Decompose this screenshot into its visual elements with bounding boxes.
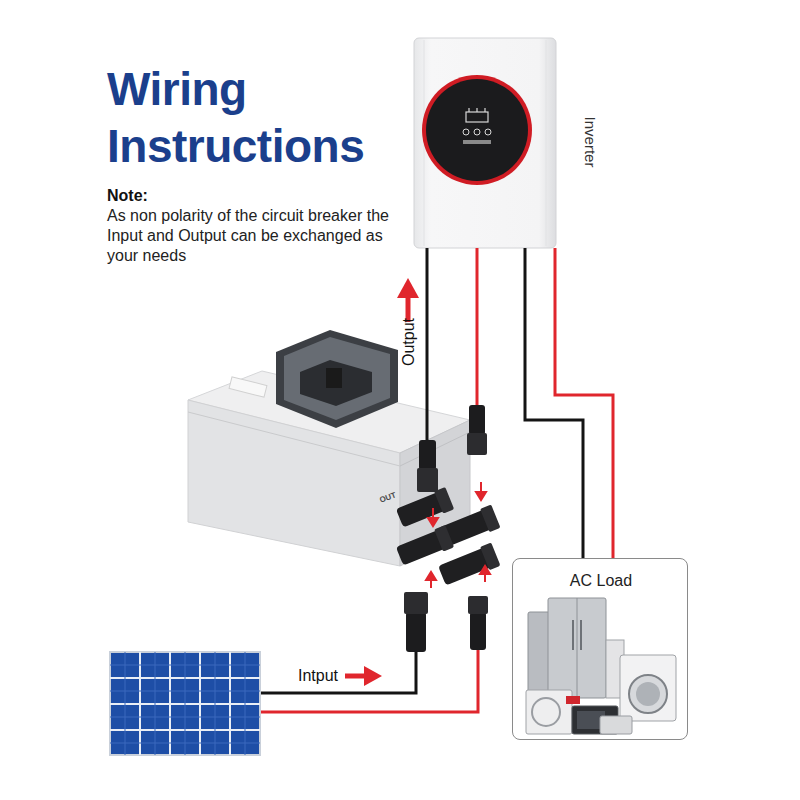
mc4-connector: [406, 612, 426, 652]
display-ring: [422, 75, 532, 185]
display-icon: [476, 108, 477, 112]
socket-nut: [480, 505, 500, 533]
output-arrow-shaft: [406, 296, 411, 322]
inverter-edge-line: [546, 40, 547, 246]
socket-nut: [434, 525, 454, 552]
rice-cooker: [600, 716, 632, 734]
box-lid-seam: [188, 412, 400, 466]
box-socket: [395, 487, 454, 529]
wire-red: [476, 248, 479, 440]
breaker-box: OUT: [188, 440, 505, 570]
flow-arrow: [426, 572, 436, 588]
fridge-split: [577, 598, 578, 698]
box-front-face: [188, 400, 400, 566]
input-wire-red: [260, 648, 478, 712]
note-text: As non polarity of the circuit breaker t…: [107, 206, 395, 266]
appliance-badge: [566, 696, 580, 704]
breaker-switch: [300, 360, 372, 406]
wire-pair: [427, 248, 477, 440]
socket-nut: [480, 543, 500, 571]
display-icon: [468, 108, 469, 112]
flow-arrow: [428, 508, 438, 526]
breaker-cover: [276, 330, 398, 428]
flow-arrow: [480, 566, 490, 582]
display-icon: [485, 129, 491, 135]
input-arrow-head: [364, 666, 382, 686]
washing-machine: [620, 655, 676, 721]
fridge-handle: [572, 620, 574, 650]
wire-label: Output: [399, 318, 418, 366]
wire-black: [426, 248, 429, 440]
mc4-connector: [419, 440, 436, 470]
flow-arrow: [476, 482, 486, 500]
input-wire-black: [260, 650, 416, 693]
mc4-nut: [404, 592, 428, 614]
solar-panel: [110, 652, 260, 755]
box-lid-seam: [400, 432, 470, 466]
port-label: OUT: [378, 490, 397, 505]
socket-nut: [434, 487, 454, 514]
washer-glass: [636, 682, 660, 706]
wire-label: Intput: [298, 666, 358, 686]
water-purifier: [606, 640, 624, 698]
note-heading: Note:: [107, 186, 307, 206]
ac-fan: [532, 698, 560, 726]
ac-outdoor-unit: [526, 690, 572, 734]
fridge-handle: [580, 620, 582, 650]
mc4-connector: [469, 405, 485, 435]
mc4-nut: [468, 596, 488, 614]
box-socket: [395, 525, 454, 567]
fridge: [548, 598, 606, 698]
microwave: [572, 706, 618, 734]
display-icon: [463, 129, 469, 135]
input-arrow-shaft: [345, 674, 366, 679]
breaker-window: [284, 337, 390, 420]
display-icon: [463, 140, 491, 144]
mc4-nut: [467, 433, 487, 455]
node-title: Inverter: [581, 117, 599, 168]
inverter-body: [414, 38, 556, 248]
mc4-connector: [470, 612, 486, 650]
wire-red: [555, 248, 613, 558]
display-icon: [466, 112, 488, 122]
washer-door: [629, 675, 667, 713]
wire-black: [525, 248, 583, 558]
box-sticker: [229, 377, 267, 397]
solar-cell-lines: [110, 652, 260, 755]
wire-pair: [525, 248, 613, 558]
breaker-handle: [326, 368, 342, 388]
fridge-small: [528, 612, 552, 692]
ac-load-box: AC Load: [512, 558, 688, 740]
diagram-title: Wiring Instructions: [107, 61, 407, 175]
display-icon: [484, 108, 485, 112]
inverter-unit: Inverter: [414, 38, 556, 248]
microwave-window: [577, 711, 605, 729]
display-screen: [426, 79, 528, 181]
box-socket: [437, 543, 500, 588]
node-title: AC Load: [513, 571, 689, 590]
solar-panel-grid: [110, 652, 260, 755]
mc4-nut: [417, 468, 438, 492]
display-icon: [474, 129, 480, 135]
output-arrow-head: [397, 278, 419, 298]
